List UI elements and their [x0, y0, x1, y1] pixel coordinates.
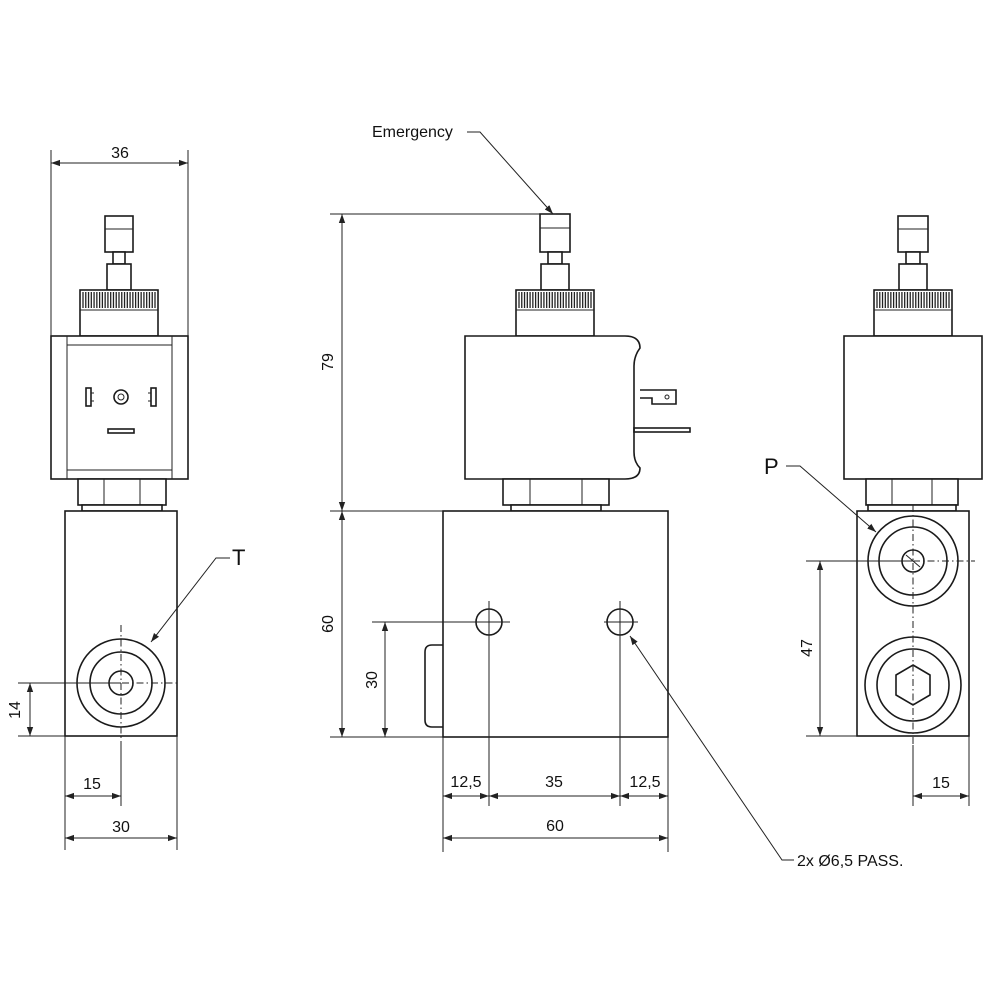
dim-front-edge-left: 12,5: [450, 774, 481, 791]
dim-front-hole-height: 30: [364, 671, 381, 689]
dim-front-edge-right: 12,5: [629, 774, 660, 791]
dim-right-port-height: 47: [799, 639, 816, 657]
front-coil: [464, 335, 641, 480]
dim-left-width-top: 36: [111, 145, 129, 162]
front-knurled-nut: [515, 289, 595, 337]
right-coil-housing: [843, 335, 983, 480]
front-view: [424, 213, 691, 738]
label-port-t: T: [232, 545, 245, 570]
label-emergency: Emergency: [372, 124, 453, 141]
dim-left-port-height: 14: [7, 701, 24, 719]
dim-right-port-offset: 15: [932, 775, 950, 792]
dim-front-body-height: 60: [320, 615, 337, 633]
left-side-view: [50, 215, 189, 745]
left-coil-housing: [50, 335, 189, 480]
dim-front-total-height: 79: [320, 353, 337, 371]
dimension-texts: 36 14 15 30 79 60 30 12,5 35 12,5 60 47 …: [7, 145, 950, 836]
dim-left-width-bottom: 30: [112, 819, 130, 836]
dim-front-hole-spacing: 35: [545, 774, 563, 791]
dim-front-width: 60: [546, 818, 564, 835]
dimension-lines: [18, 131, 970, 861]
dim-left-port-offset: 15: [83, 776, 101, 793]
label-port-p: P: [764, 454, 779, 479]
left-knurled-nut: [79, 289, 159, 337]
label-holes: 2x Ø6,5 PASS.: [797, 853, 903, 870]
right-knurled-nut: [873, 289, 953, 337]
front-valve-body: [442, 510, 669, 738]
right-side-view: [843, 215, 983, 745]
callout-labels: Emergency T P 2x Ø6,5 PASS.: [232, 124, 903, 870]
